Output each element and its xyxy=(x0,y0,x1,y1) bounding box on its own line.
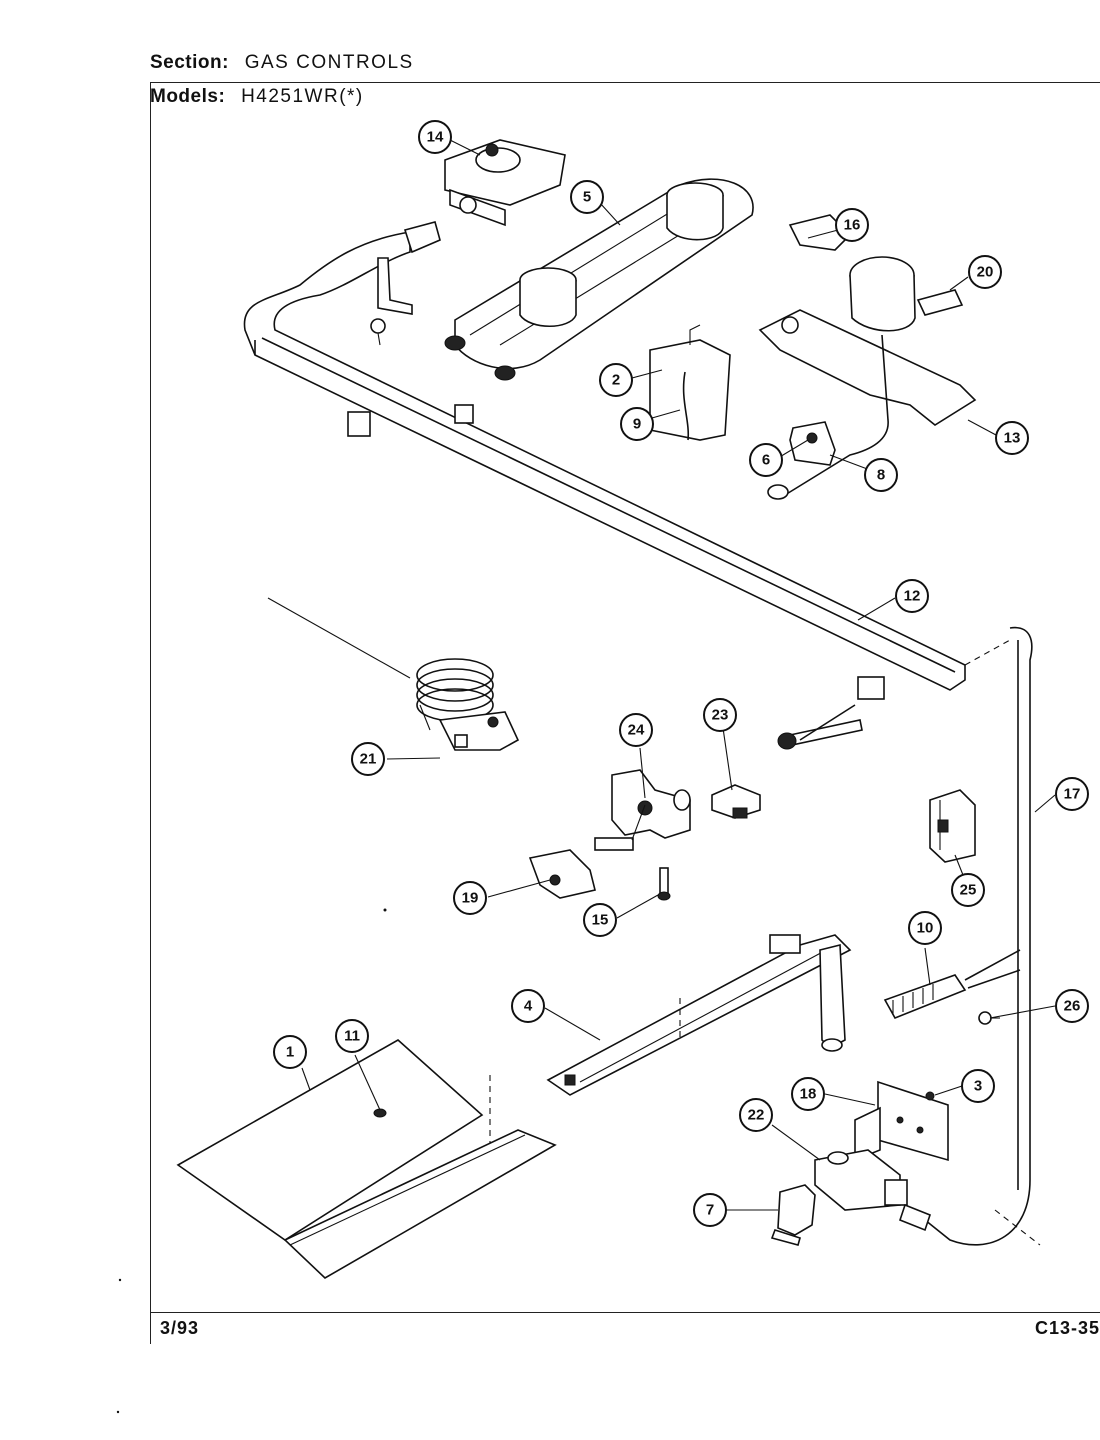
svg-text:3: 3 xyxy=(974,1078,982,1095)
section-label: Section: xyxy=(150,52,229,73)
callout-2: 2 xyxy=(599,363,633,397)
pilot-tubing xyxy=(924,626,1041,1246)
svg-text:26: 26 xyxy=(1064,998,1081,1015)
footer-date: 3/93 xyxy=(160,1318,200,1338)
bake-burner xyxy=(489,934,852,1150)
svg-text:15: 15 xyxy=(592,912,609,929)
svg-text:20: 20 xyxy=(977,264,994,281)
callout-16: 16 xyxy=(835,208,869,242)
callout-7: 7 xyxy=(693,1193,727,1227)
svg-text:12: 12 xyxy=(904,588,921,605)
footer-page-code: C13-35 xyxy=(1034,1318,1100,1338)
orifice-fitting xyxy=(711,784,761,819)
svg-text:22: 22 xyxy=(748,1107,765,1124)
igniter-screw xyxy=(978,1011,1000,1025)
manifold-pipe xyxy=(243,221,966,700)
svg-text:14: 14 xyxy=(427,129,444,146)
svg-text:24: 24 xyxy=(628,722,645,739)
pressure-regulator xyxy=(444,139,566,227)
svg-text:19: 19 xyxy=(462,890,479,907)
callout-13: 13 xyxy=(995,421,1029,455)
gas-regulator xyxy=(814,1149,931,1232)
regulator-bracket xyxy=(854,1080,949,1162)
svg-text:25: 25 xyxy=(960,882,977,899)
callout-4: 4 xyxy=(511,989,545,1023)
callout-1: 1 xyxy=(273,1035,307,1069)
valve-screw xyxy=(657,867,671,901)
callout-11: 11 xyxy=(335,1019,369,1053)
footer-rule xyxy=(150,1312,1100,1313)
callout-3: 3 xyxy=(961,1069,995,1103)
models-value: H4251WR(*) xyxy=(241,86,364,107)
callout-8: 8 xyxy=(864,458,898,492)
svg-text:2: 2 xyxy=(612,372,620,389)
models-header: Models: H4251WR(*) xyxy=(150,86,364,108)
svg-text:7: 7 xyxy=(706,1202,714,1219)
models-label: Models: xyxy=(150,86,226,107)
callout-5: 5 xyxy=(570,180,604,214)
callout-19: 19 xyxy=(453,881,487,915)
callout-14: 14 xyxy=(418,120,452,154)
safety-valve xyxy=(594,769,691,851)
spark-module xyxy=(929,789,976,863)
section-title: GAS CONTROLS xyxy=(244,52,414,73)
svg-text:8: 8 xyxy=(877,467,885,484)
svg-text:5: 5 xyxy=(583,189,591,206)
svg-text:17: 17 xyxy=(1064,786,1081,803)
svg-text:9: 9 xyxy=(633,416,641,433)
svg-text:23: 23 xyxy=(712,707,729,724)
svg-text:11: 11 xyxy=(344,1028,360,1045)
callout-10: 10 xyxy=(908,911,942,945)
oven-burner xyxy=(444,178,754,381)
callout-17: 17 xyxy=(1055,777,1089,811)
oven-thermostat xyxy=(267,597,520,751)
ignitor xyxy=(649,324,731,441)
screw xyxy=(370,318,386,346)
callout-20: 20 xyxy=(968,255,1002,289)
section-header: Section: GAS CONTROLS xyxy=(150,52,414,74)
svg-text:6: 6 xyxy=(762,452,770,469)
callout-22: 22 xyxy=(739,1098,773,1132)
callout-23: 23 xyxy=(703,698,737,732)
bake-igniter xyxy=(883,949,1021,1020)
callout-9: 9 xyxy=(620,407,654,441)
callout-15: 15 xyxy=(583,903,617,937)
callout-24: 24 xyxy=(619,713,653,747)
valve-bracket xyxy=(528,849,596,899)
callout-26: 26 xyxy=(1055,989,1089,1023)
flame-clip xyxy=(767,421,836,500)
svg-text:4: 4 xyxy=(524,998,533,1015)
svg-text:18: 18 xyxy=(800,1086,817,1103)
svg-text:21: 21 xyxy=(360,751,377,768)
gas-tube xyxy=(777,704,863,750)
svg-text:10: 10 xyxy=(917,920,934,937)
mounting-clip xyxy=(770,1184,816,1246)
callout-21: 21 xyxy=(351,742,385,776)
leader-lines xyxy=(301,139,1056,1211)
callout-6: 6 xyxy=(749,443,783,477)
flame-spreader xyxy=(176,1039,557,1279)
svg-text:1: 1 xyxy=(286,1044,294,1061)
callout-25: 25 xyxy=(951,873,985,907)
mounting-bracket xyxy=(758,214,977,496)
svg-text:16: 16 xyxy=(844,217,861,234)
callout-18: 18 xyxy=(791,1077,825,1111)
svg-text:13: 13 xyxy=(1004,430,1021,447)
callout-12: 12 xyxy=(895,579,929,613)
diagram-frame xyxy=(150,82,1100,1344)
